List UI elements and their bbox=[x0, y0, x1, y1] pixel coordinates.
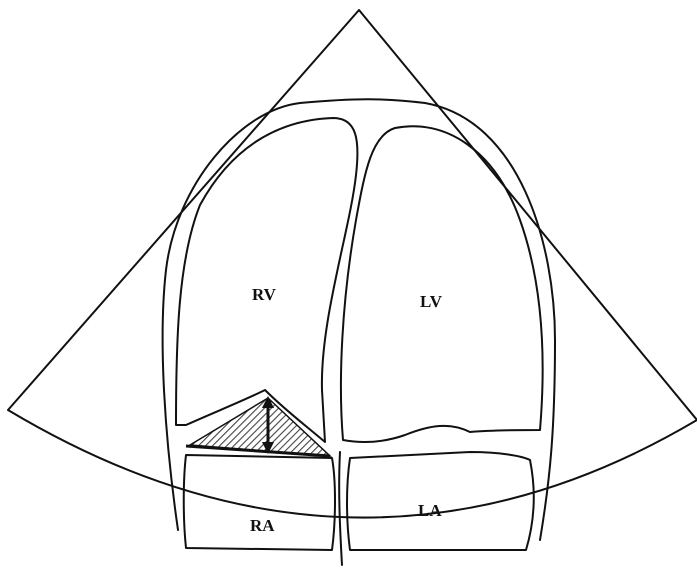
label-lv: LV bbox=[420, 292, 443, 311]
rv-chamber-outline bbox=[176, 118, 357, 442]
label-la: LA bbox=[418, 501, 442, 520]
lv-chamber-outline bbox=[341, 126, 543, 442]
interatrial-septum-line bbox=[339, 452, 342, 565]
label-rv: RV bbox=[252, 285, 277, 304]
label-ra: RA bbox=[250, 516, 275, 535]
ra-chamber-outline bbox=[184, 455, 335, 550]
